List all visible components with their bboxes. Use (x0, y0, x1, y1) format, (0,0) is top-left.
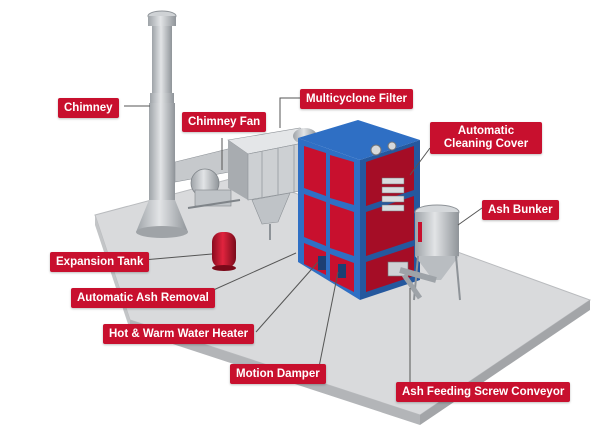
leader-water-heater (255, 261, 319, 333)
leader-lines (124, 97, 483, 382)
label-automatic-cleaning-cover: Automatic Cleaning Cover (430, 122, 542, 154)
cleaning-cover-fins (381, 177, 405, 212)
chimney-structure (136, 10, 188, 238)
leader-ash-removal (199, 252, 297, 297)
label-automatic-ash-removal: Automatic Ash Removal (71, 288, 215, 308)
chimney-fan-unit (187, 168, 241, 209)
label-multicyclone-filter: Multicyclone Filter (300, 89, 413, 109)
label-motion-damper: Motion Damper (230, 364, 326, 384)
leader-cleaning-cover (409, 147, 431, 176)
label-hot-warm-water-heater: Hot & Warm Water Heater (103, 324, 255, 344)
boiler-body (298, 120, 420, 300)
label-ash-feeding-screw-conveyor: Ash Feeding Screw Conveyor (396, 382, 571, 402)
expansion-tank (212, 232, 236, 271)
leader-expansion-tank (142, 253, 213, 261)
leader-motion-damper (317, 271, 339, 373)
label-ash-bunker: Ash Bunker (482, 200, 559, 220)
leader-ash-bunker (457, 207, 483, 226)
label-expansion-tank: Expansion Tank (50, 252, 150, 272)
ash-bunker-unit (399, 204, 461, 301)
leader-multicyclone (279, 97, 300, 128)
label-chimney: Chimney (58, 98, 119, 118)
label-chimney-fan: Chimney Fan (182, 112, 267, 132)
